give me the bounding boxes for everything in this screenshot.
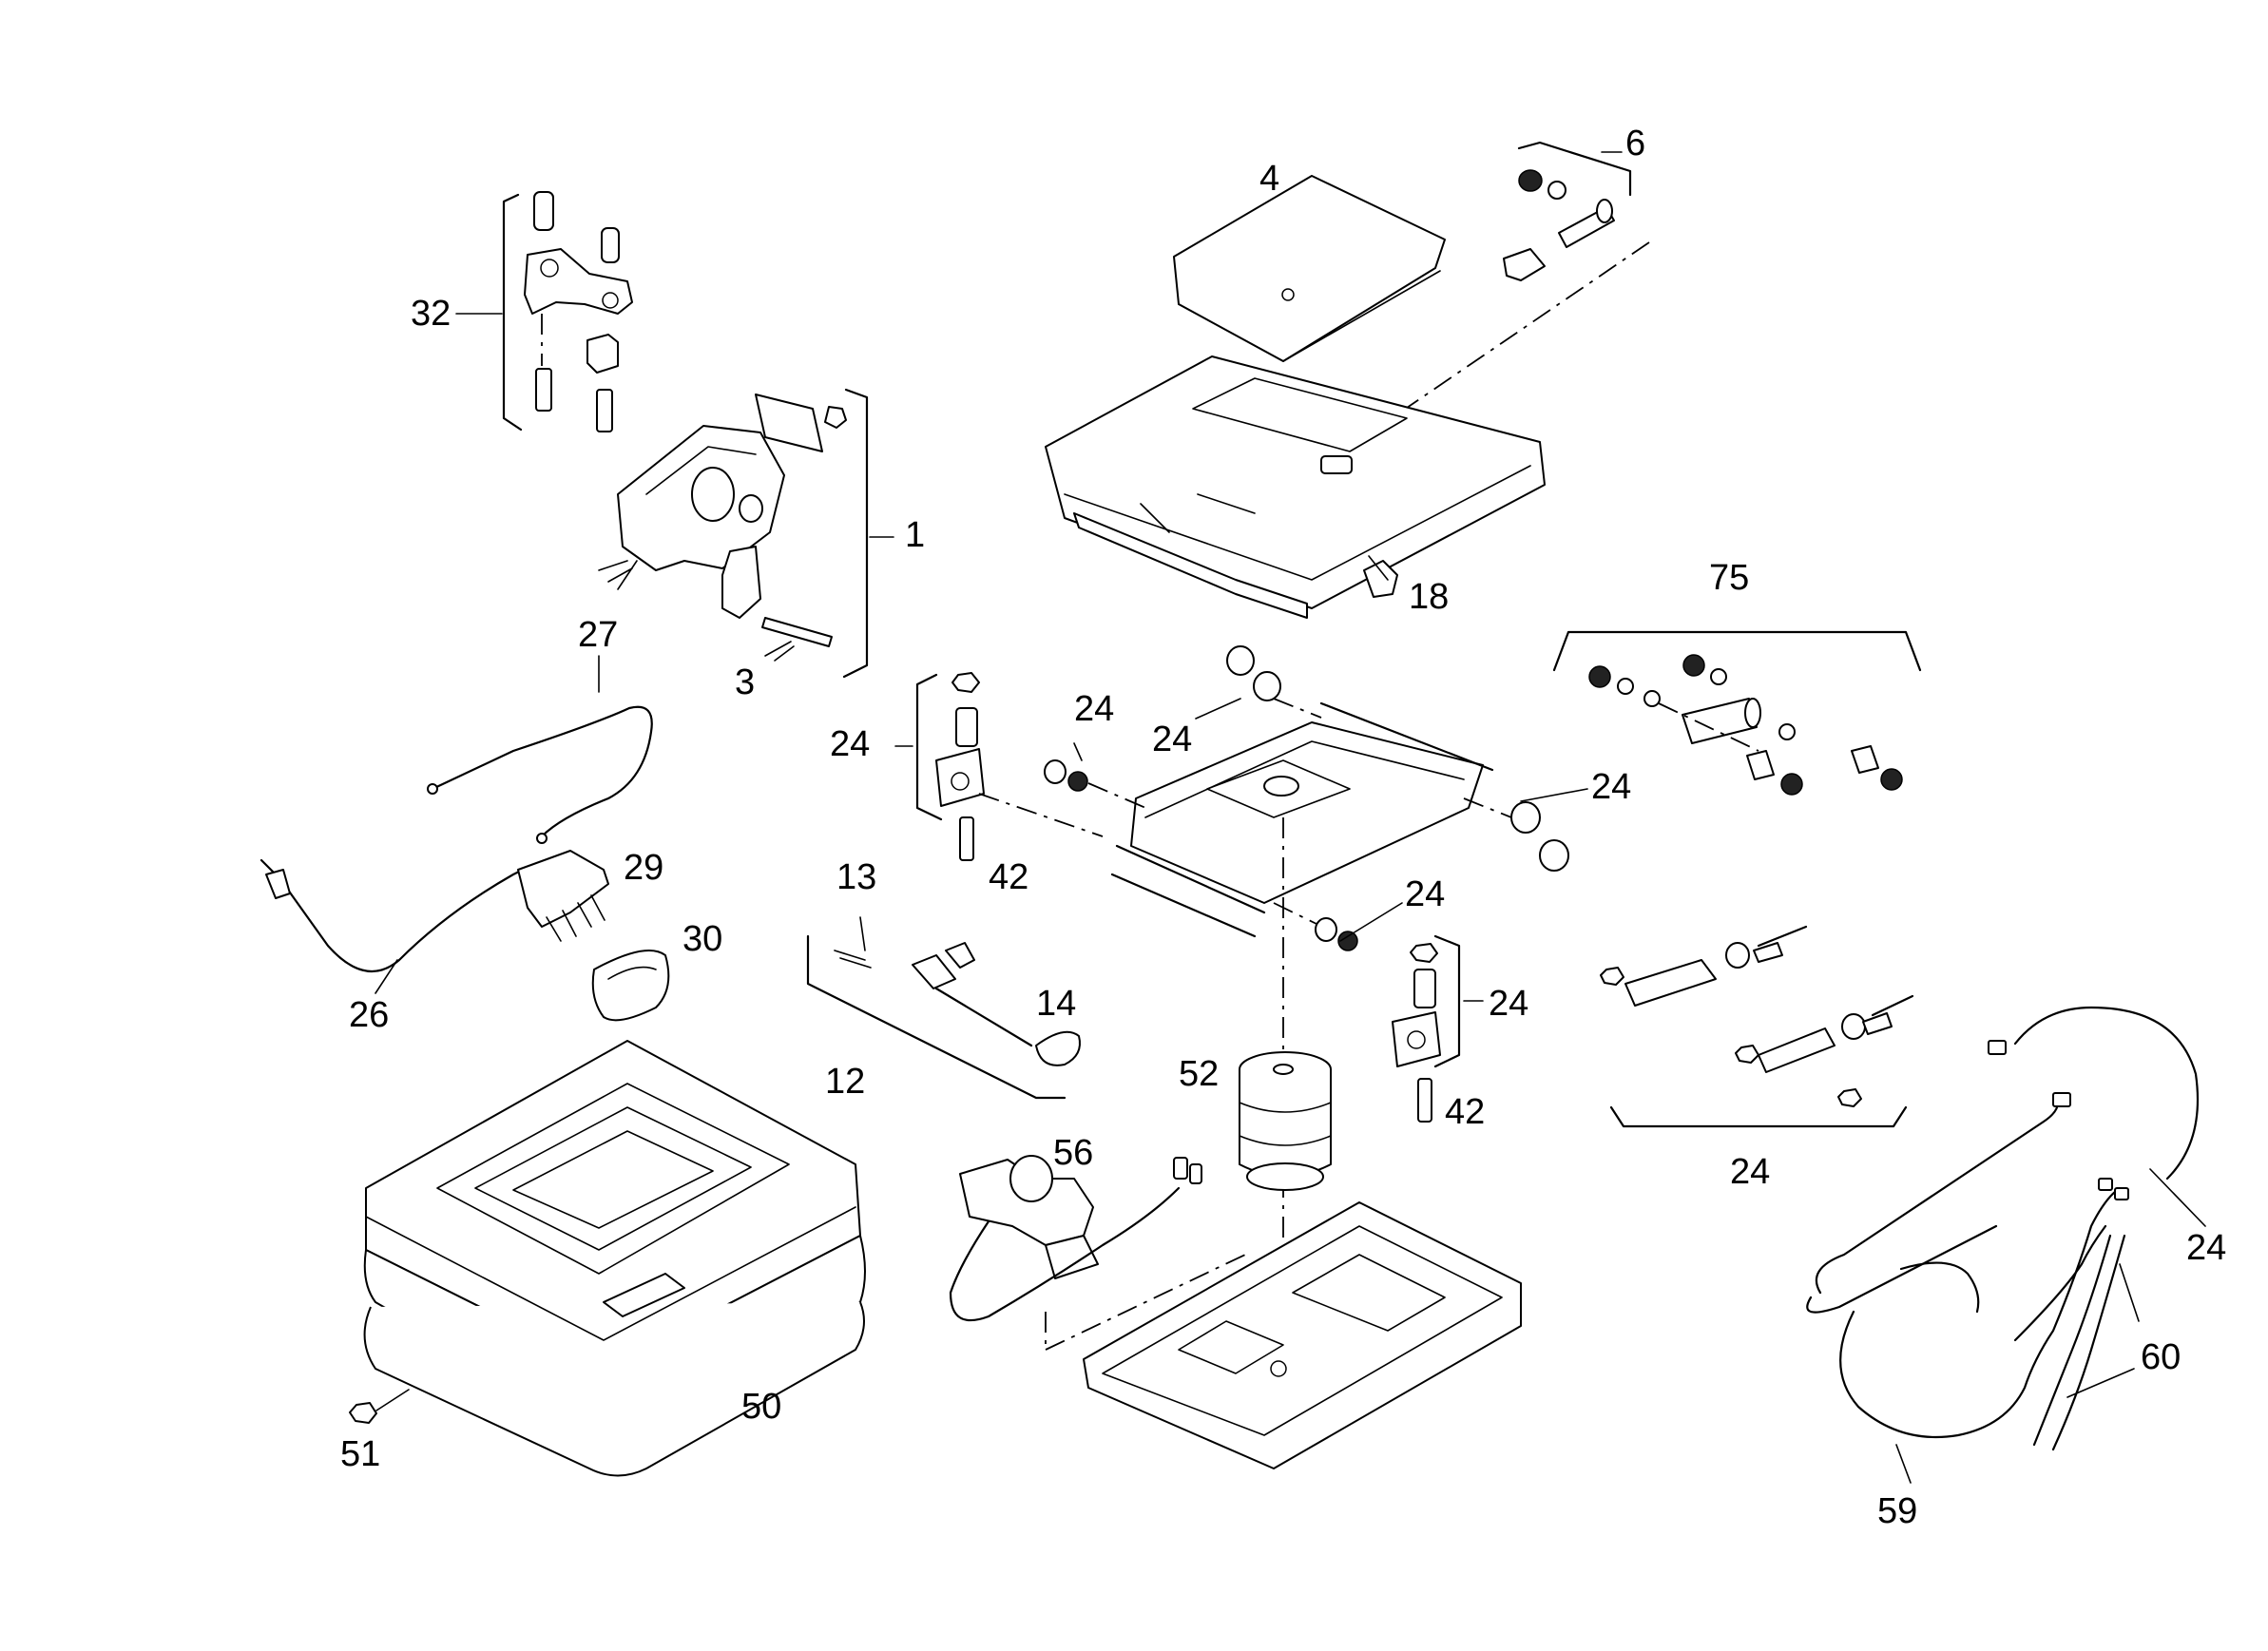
- callout-29: 29: [624, 848, 663, 888]
- callout-24-pivot-brackets: 24: [1730, 1152, 1770, 1192]
- part-1-adjust-mechanism: [598, 388, 869, 679]
- callout-32: 32: [411, 294, 451, 334]
- part-75-roller-set: [1552, 630, 1922, 796]
- callout-labels: 1 3 4 6 12 13 14 18 24 24 24 24 24 24 24…: [340, 124, 2226, 1531]
- callout-52: 52: [1179, 1054, 1219, 1094]
- callout-75: 75: [1709, 558, 1749, 598]
- part-24-left-bracket: [915, 672, 1104, 861]
- part-56-compressor: [949, 1155, 1202, 1350]
- part-50-cushion-base: [363, 1040, 866, 1477]
- part-30-handle: [591, 950, 670, 1022]
- callout-24-right-bracket: 24: [1489, 984, 1528, 1024]
- callout-24-upper-washer: 24: [1074, 689, 1114, 729]
- part-51-fastener: [349, 1389, 410, 1424]
- callout-3: 3: [735, 662, 755, 702]
- callout-24-upper-rollers: 24: [1152, 720, 1192, 759]
- callout-60: 60: [2141, 1337, 2181, 1377]
- callout-26: 26: [349, 995, 389, 1035]
- callout-24-left-bracket: 24: [830, 724, 870, 764]
- scissor-frame: [1044, 645, 1569, 1369]
- leader-lines: [375, 151, 2206, 1484]
- part-27-cable: [427, 705, 653, 844]
- part-59-60-wiring-harness: [1806, 1006, 2200, 1451]
- part-52-air-spring: [1239, 1051, 1332, 1191]
- part-24-pivot-brackets: [1600, 925, 1914, 1128]
- part-32-lever-assembly: [502, 191, 633, 432]
- callout-42-right: 42: [1445, 1092, 1485, 1132]
- callout-50: 50: [741, 1387, 781, 1427]
- callout-6: 6: [1625, 124, 1645, 163]
- part-24-right-bracket: [1392, 934, 1461, 1123]
- callout-14: 14: [1036, 984, 1076, 1024]
- part-29-release-lever: [517, 850, 609, 942]
- callout-1: 1: [905, 515, 925, 555]
- callout-27: 27: [578, 615, 618, 655]
- part-18-bumper: [1363, 560, 1398, 598]
- callout-13: 13: [836, 857, 876, 897]
- callout-42-left: 42: [989, 857, 1028, 897]
- callout-24-lower-rollers: 24: [1405, 874, 1445, 914]
- part-12-lever: [806, 934, 1067, 1100]
- callout-24-right-rollers: 24: [1591, 767, 1631, 807]
- part-26-cable: [259, 858, 534, 973]
- callout-18: 18: [1409, 577, 1449, 617]
- part-14-knob: [1035, 1030, 1081, 1066]
- callout-56: 56: [1053, 1133, 1093, 1173]
- callout-12: 12: [825, 1062, 865, 1102]
- callout-24-harness: 24: [2186, 1228, 2226, 1268]
- base-frame: [1045, 1201, 1522, 1469]
- part-4-seat-plate: [1173, 175, 1446, 362]
- callout-4: 4: [1259, 159, 1279, 199]
- part-6-pin-set: [1349, 141, 1650, 448]
- callout-30: 30: [682, 919, 722, 959]
- callout-51: 51: [340, 1434, 380, 1474]
- callout-59: 59: [1877, 1491, 1917, 1531]
- upper-frame: [1045, 355, 1546, 619]
